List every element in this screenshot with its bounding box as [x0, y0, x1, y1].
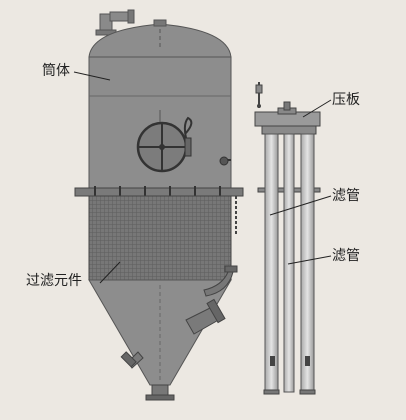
- angled-nozzle-left: [120, 351, 144, 369]
- leader-pressure-plate: [302, 99, 332, 118]
- leader-filter-tube-1: [269, 195, 332, 216]
- cone-side-pipe: [203, 265, 238, 297]
- support-flange: [74, 187, 244, 197]
- top-nozzle: [95, 9, 135, 36]
- tube-sheet: [261, 125, 317, 135]
- label-filter-element: 过滤元件: [26, 273, 82, 289]
- angled-nozzle-right: [185, 298, 226, 335]
- filter-tube-right: [300, 133, 315, 393]
- filter-tube-left: [264, 133, 279, 393]
- leader-filter-tube-2: [287, 255, 332, 265]
- leader-filter-element: [99, 261, 121, 284]
- label-filter-tube-2: 滤管: [332, 248, 360, 264]
- bottom-outlet: [151, 384, 169, 396]
- side-valve: [219, 156, 231, 166]
- filter-element-section: [88, 195, 232, 281]
- leader-shell: [73, 71, 111, 81]
- label-shell: 筒体: [42, 63, 70, 79]
- cone-bottom: [88, 279, 232, 386]
- label-filter-tube-1: 滤管: [332, 188, 360, 204]
- manway: [136, 110, 193, 173]
- label-pressure-plate: 压板: [332, 92, 360, 108]
- vessel: [74, 9, 244, 401]
- filter-tube-assembly: [254, 82, 321, 395]
